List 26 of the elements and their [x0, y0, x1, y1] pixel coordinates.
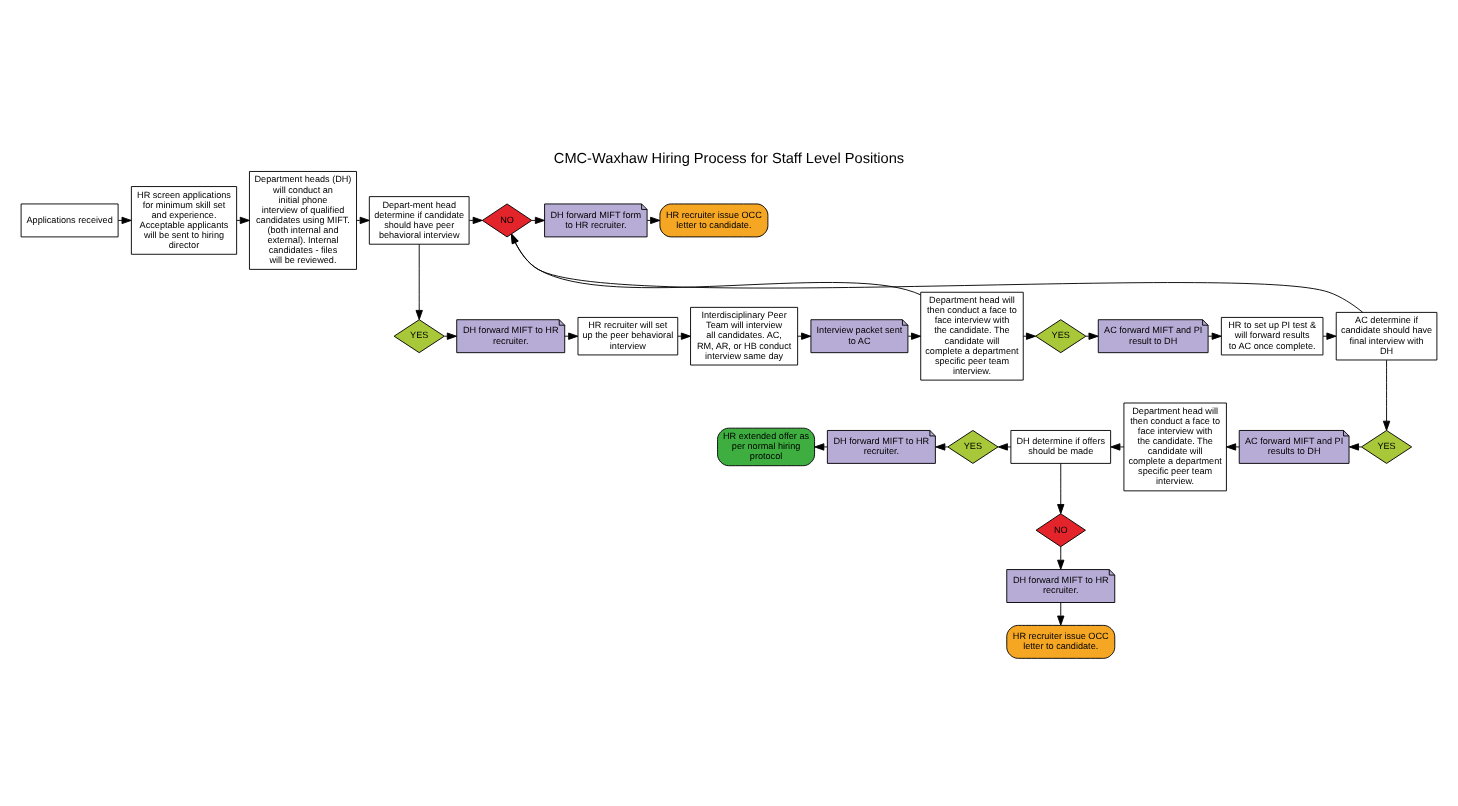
- arrow: [935, 443, 949, 451]
- arrow: [814, 443, 828, 451]
- arrow: [1348, 443, 1362, 451]
- arrow: [1085, 332, 1099, 340]
- arrow: [117, 216, 132, 225]
- arrow: [236, 216, 250, 225]
- arrow: [1382, 359, 1391, 431]
- diagram-title: CMC-Waxhaw Hiring Process for Staff Level Positions: [553, 149, 905, 168]
- arrow: [646, 216, 661, 225]
- arrow: [997, 443, 1012, 451]
- arrow: [1057, 546, 1065, 570]
- arrow: [1207, 332, 1222, 340]
- arrow: [415, 243, 423, 321]
- arrow: [1110, 443, 1125, 451]
- arrow: [797, 332, 812, 340]
- arrow: [907, 332, 922, 340]
- arrow: [444, 332, 457, 340]
- arrow: [468, 216, 483, 225]
- arrow: [1322, 332, 1337, 340]
- arrow: [564, 332, 579, 340]
- arrow: [677, 332, 691, 340]
- arrow: [531, 216, 545, 225]
- arrow: [1057, 602, 1065, 626]
- arrow: [1057, 463, 1065, 515]
- arrow: [1022, 332, 1037, 340]
- arrow: [1226, 443, 1240, 451]
